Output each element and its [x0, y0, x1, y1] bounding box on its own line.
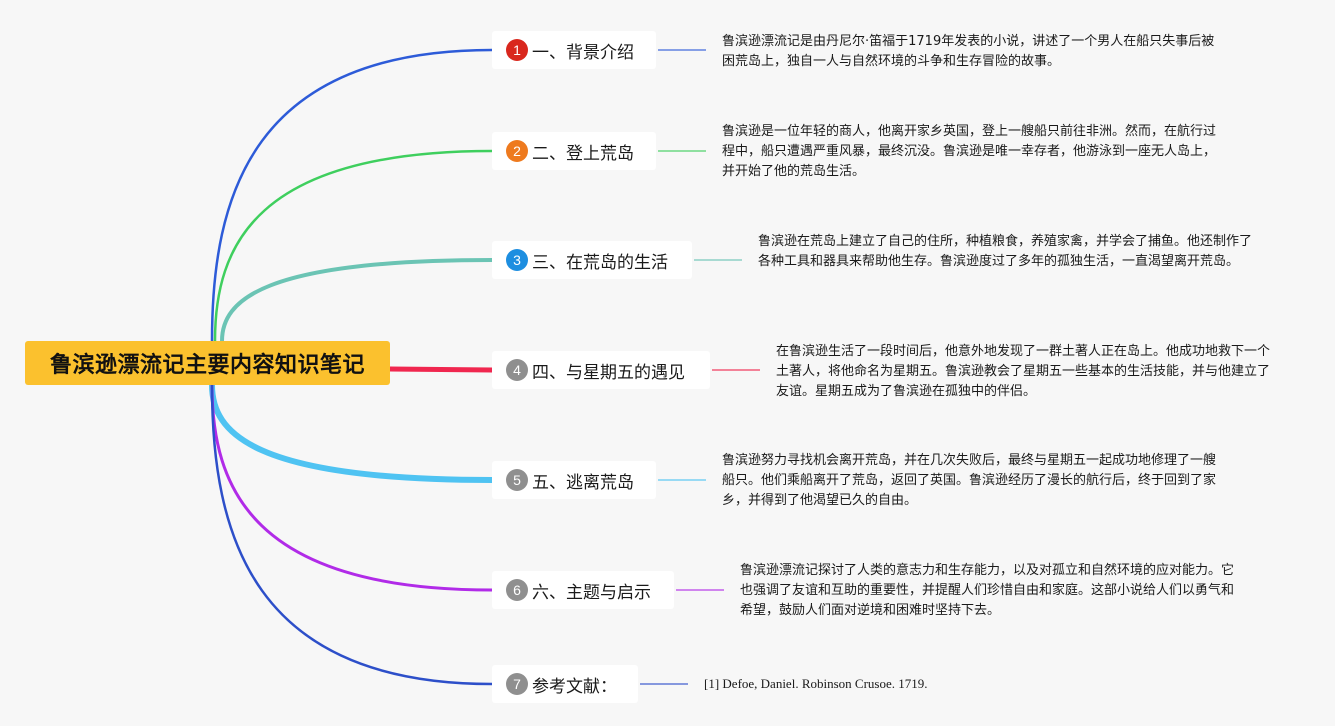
branch-label: 一、背景介绍: [532, 42, 634, 63]
branch-label: 二、登上荒岛: [532, 143, 634, 164]
branch-node-island-landing[interactable]: 2 二、登上荒岛: [492, 132, 656, 170]
reference-entry: [1] Defoe, Daniel. Robinson Crusoe. 1719…: [704, 676, 928, 691]
branch-description: 鲁滨逊漂流记探讨了人类的意志力和生存能力，以及对孤立和自然环境的应对能力。它也强…: [740, 563, 1235, 618]
branch-node-meeting-friday[interactable]: 4 四、与星期五的遇见: [492, 351, 710, 389]
branch-label: 四、与星期五的遇见: [532, 362, 685, 383]
branch-node-themes[interactable]: 6 六、主题与启示: [492, 571, 674, 609]
branch-description: 鲁滨逊在荒岛上建立了自己的住所，种植粮食，养殖家禽，并学会了捕鱼。他还制作了各种…: [758, 234, 1253, 269]
branch-description: 鲁滨逊是一位年轻的商人，他离开家乡英国，登上一艘船只前往非洲。然而，在航行过程中…: [722, 124, 1217, 179]
number-badge-1: 1: [506, 39, 528, 61]
branch-description: 鲁滨逊努力寻找机会离开荒岛，并在几次失败后，最终与星期五一起成功地修理了一艘船只…: [722, 453, 1217, 508]
root-topic: 鲁滨逊漂流记主要内容知识笔记: [25, 341, 390, 385]
branch-connector: [210, 383, 494, 592]
branch-description: 鲁滨逊漂流记是由丹尼尔·笛福于1719年发表的小说，讲述了一个男人在船只失事后被…: [722, 34, 1215, 69]
branch-node-island-life[interactable]: 3 三、在荒岛的生活: [492, 241, 692, 279]
branch-connector: [210, 48, 494, 343]
branch-connector: [220, 258, 494, 343]
branch-node-escape[interactable]: 5 五、逃离荒岛: [492, 461, 656, 499]
branch-label: 五、逃离荒岛: [532, 472, 634, 493]
number-badge-2: 2: [506, 140, 528, 162]
branch-connector: [210, 383, 494, 686]
branch-connector: [387, 366, 495, 373]
number-badge-7: 7: [506, 673, 528, 695]
branch-label: 六、主题与启示: [532, 582, 651, 603]
number-badge-3: 3: [506, 249, 528, 271]
branch-connector: [209, 382, 495, 483]
branch-label: 参考文献：: [532, 676, 617, 697]
number-badge-5: 5: [506, 469, 528, 491]
branch-label: 三、在荒岛的生活: [532, 252, 668, 273]
branch-description: 在鲁滨逊生活了一段时间后，他意外地发现了一群土著人正在岛上。他成功地救下一个土著…: [776, 344, 1271, 399]
number-badge-6: 6: [506, 579, 528, 601]
branch-node-references[interactable]: 7 参考文献：: [492, 665, 638, 703]
branch-connector: [213, 149, 494, 343]
number-badge-4: 4: [506, 359, 528, 381]
branch-node-background[interactable]: 1 一、背景介绍: [492, 31, 656, 69]
